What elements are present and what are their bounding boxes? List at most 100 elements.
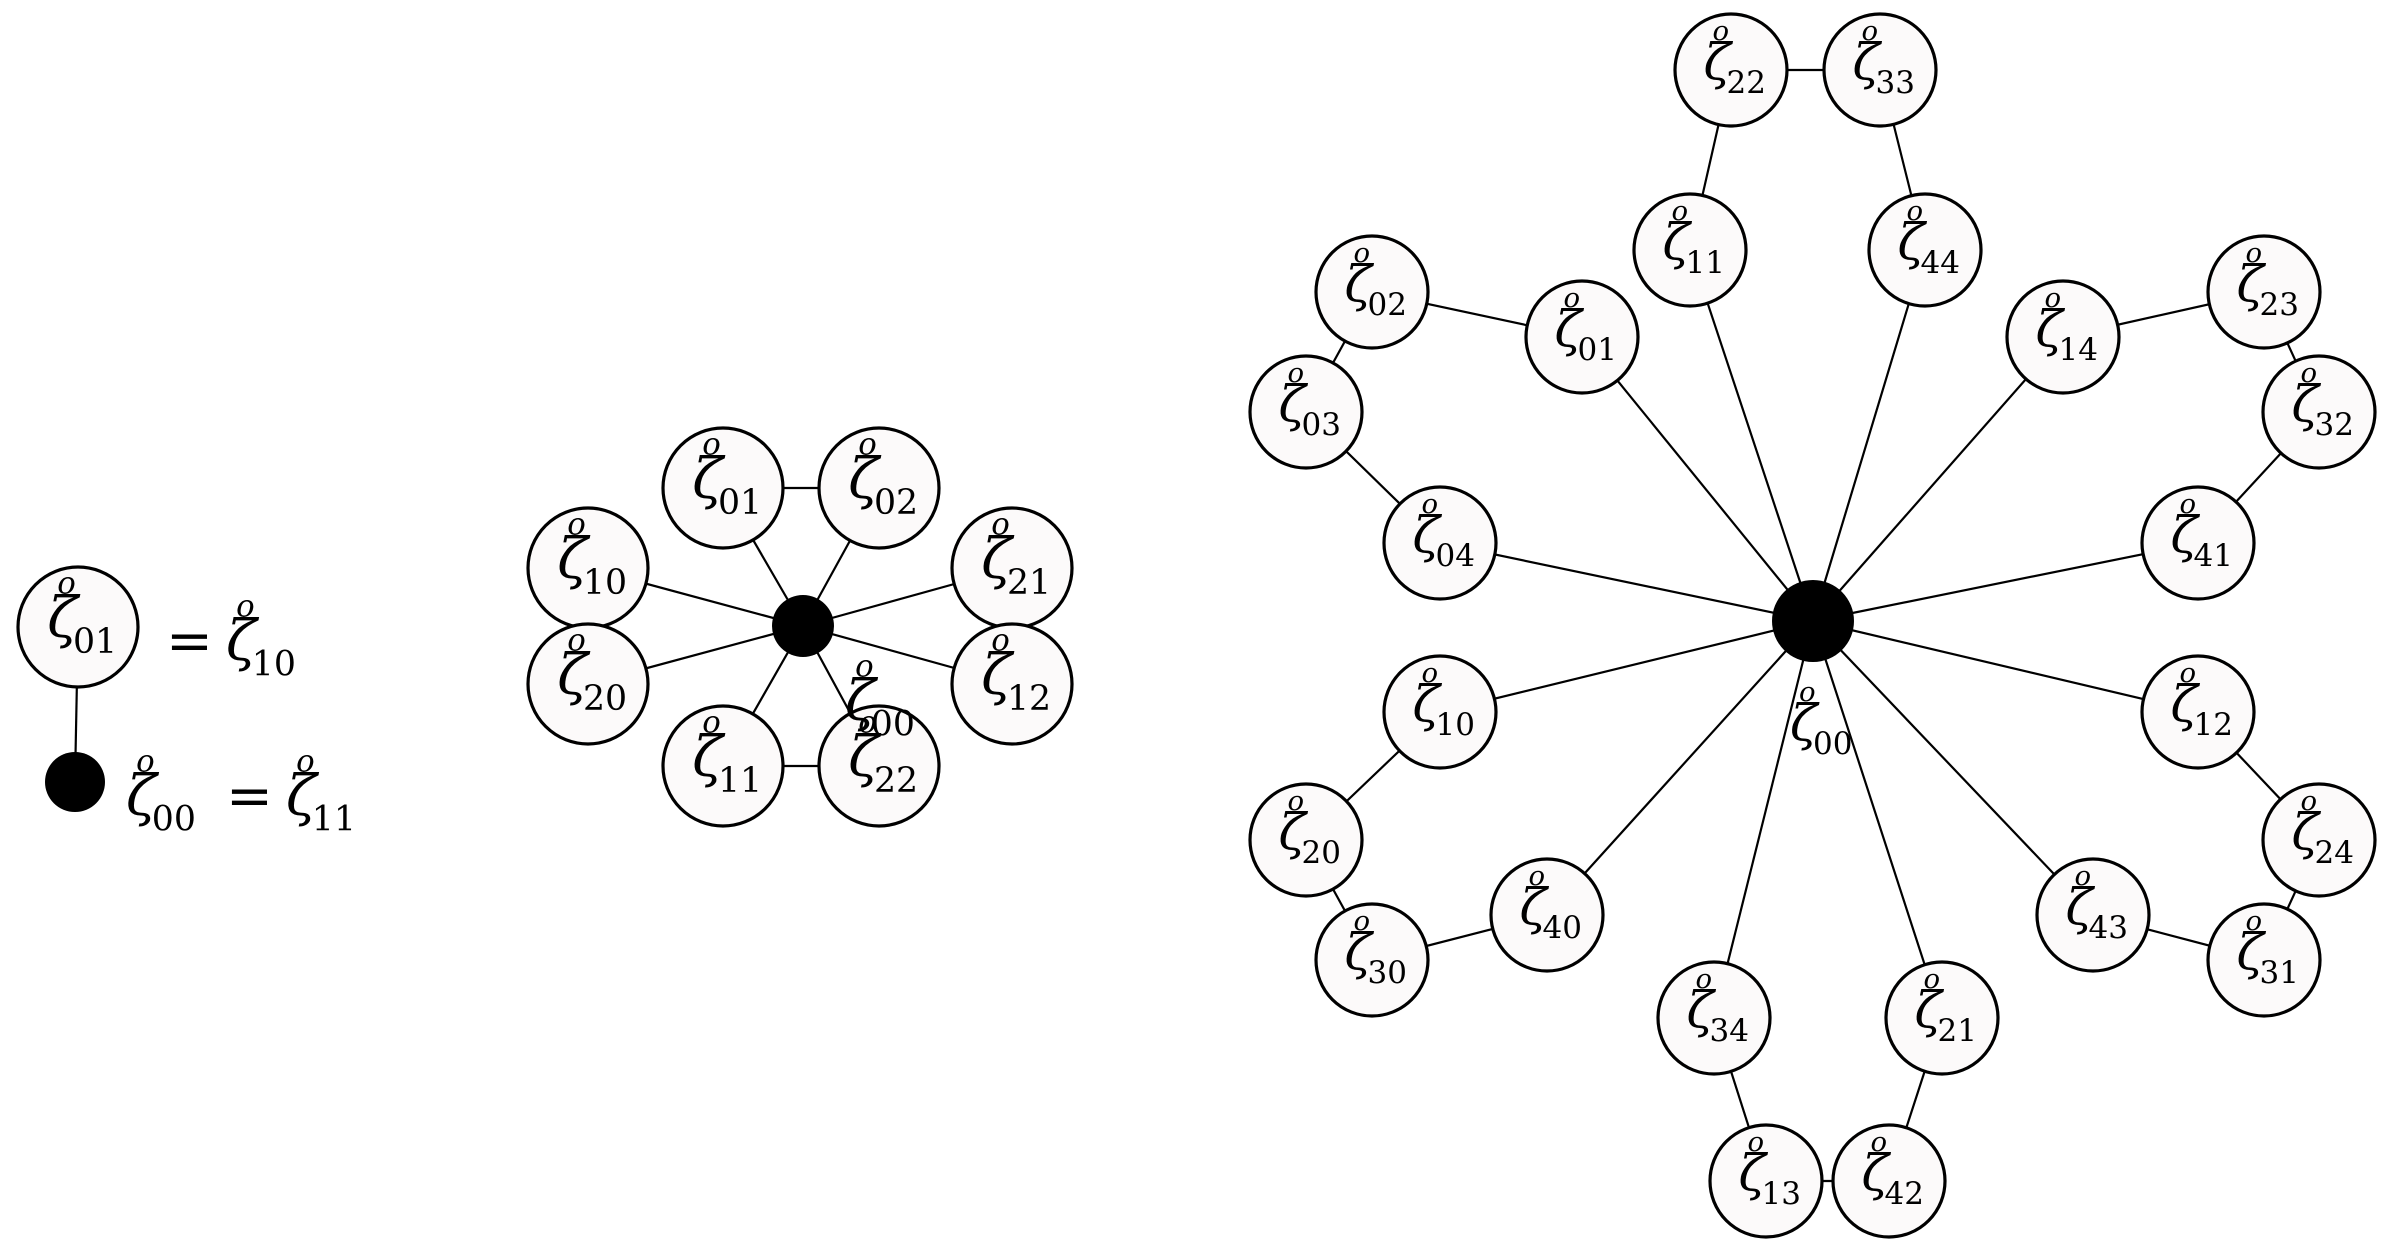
node-circle: [2140, 654, 2256, 770]
zeta-index: 01: [1578, 332, 1617, 368]
zeta-symbol: ζ: [1345, 923, 1375, 981]
zeta-symbol: ζ: [1345, 255, 1375, 313]
zeta-index: 34: [1710, 1013, 1749, 1049]
zeta-index: 32: [2315, 407, 2354, 443]
zeta-index: 02: [874, 483, 918, 523]
zeta-mark: o: [1354, 237, 1371, 269]
zeta-mark: o: [1907, 195, 1924, 227]
zeta-mark: o: [1564, 282, 1581, 314]
zeta-symbol: ζ: [2171, 675, 2201, 733]
zeta-mark: o: [1862, 15, 1879, 47]
zeta-mark: o: [858, 426, 877, 462]
d1-equals-sign: =: [166, 609, 213, 674]
zeta-mark: o: [2301, 357, 2318, 389]
node-circle: [2035, 857, 2151, 973]
zeta-index: 12: [2194, 707, 2233, 743]
node-circle: [2206, 902, 2322, 1018]
zeta-mark: o: [567, 506, 586, 542]
d3-hub: [1772, 580, 1854, 662]
d3-spoke-01: [1581, 336, 1814, 622]
zeta-symbol: ζ: [845, 669, 879, 734]
zeta-symbol: ζ: [692, 725, 726, 790]
zeta-mark: o: [991, 622, 1010, 658]
zeta-mark: o: [2246, 905, 2263, 937]
zeta-mark: o: [2045, 282, 2062, 314]
node-circle: [16, 565, 140, 689]
zeta-symbol: ζ: [1279, 803, 1309, 861]
zeta-symbol: ζ: [981, 527, 1015, 592]
zeta-index: 30: [1368, 955, 1407, 991]
node-circle: [1248, 354, 1364, 470]
node-circle: [1867, 192, 1983, 308]
zeta-mark: o: [2180, 488, 2197, 520]
zeta-index: 40: [1543, 910, 1582, 946]
zeta-mark: o: [1422, 488, 1439, 520]
zeta-mark: o: [1748, 1126, 1765, 1158]
zeta-mark: o: [1799, 676, 1816, 708]
zeta-index: 20: [583, 679, 627, 719]
zeta-index: 14: [2059, 332, 2098, 368]
zeta-mark: o: [1871, 1126, 1888, 1158]
zeta-symbol: ζ: [2292, 803, 2322, 861]
node-circle: [1524, 279, 1640, 395]
zeta-mark: o: [1672, 195, 1689, 227]
zeta-symbol: ζ: [1704, 33, 1734, 91]
node-30: ζo 30: [1314, 902, 1430, 1018]
zeta-index: 21: [1007, 563, 1051, 603]
node-circle: [1382, 485, 1498, 601]
zeta-symbol: ζ: [1853, 33, 1883, 91]
node-circle: [1831, 1123, 1947, 1239]
zeta-index: 11: [718, 761, 762, 801]
zeta-symbol: ζ: [1555, 300, 1585, 358]
node-circle: [1884, 960, 2000, 1076]
zeta-symbol: ζ: [2292, 375, 2322, 433]
zeta-mark: o: [1288, 785, 1305, 817]
zeta-mark: o: [1354, 905, 1371, 937]
zeta-index: 01: [718, 483, 762, 523]
d3-spoke-40: [1546, 620, 1814, 916]
zeta-symbol: ζ: [286, 764, 320, 829]
zeta-symbol: ζ: [47, 586, 81, 651]
zeta-mark: o: [296, 743, 315, 779]
zeta-index: 10: [583, 563, 627, 603]
zeta-mark: o: [1924, 963, 1941, 995]
zeta-symbol: ζ: [126, 764, 160, 829]
node-circle: [817, 426, 941, 550]
node-circle: [1382, 654, 1498, 770]
d3-spoke-41: [1812, 541, 2199, 623]
zeta-index: 43: [2089, 910, 2128, 946]
node-circle: [1656, 960, 1772, 1076]
d1-equals-sign-2: =: [226, 764, 273, 829]
